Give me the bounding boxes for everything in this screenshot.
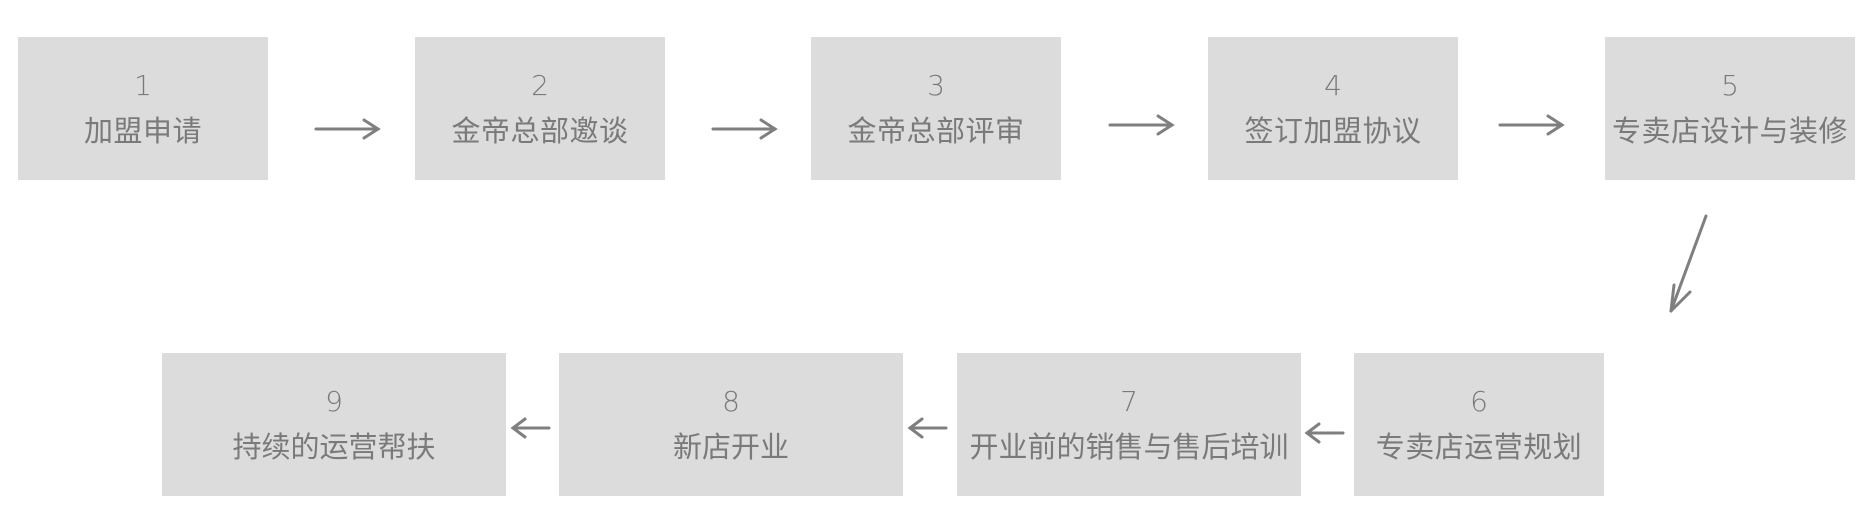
step-4-number: 4 [1324,68,1342,102]
step-1-label: 加盟申请 [83,113,202,148]
arrow-2-to-3 [711,118,778,140]
step-6-number: 6 [1470,384,1488,418]
step-3-number: 3 [927,68,945,102]
step-2-label: 金帝总部邀谈 [451,113,629,148]
arrow-8-to-9 [510,417,551,439]
step-5-number: 5 [1721,68,1739,102]
step-1-box: 1 加盟申请 [18,37,268,180]
step-4-box: 4 签订加盟协议 [1208,37,1458,180]
step-9-box: 9 持续的运营帮扶 [162,353,506,496]
step-8-number: 8 [722,384,740,418]
step-2-box: 2 金帝总部邀谈 [415,37,665,180]
step-7-number: 7 [1120,384,1138,418]
arrow-4-to-5 [1498,114,1565,136]
arrow-1-to-2 [314,118,381,140]
step-5-label: 专卖店设计与装修 [1611,113,1848,148]
step-4-label: 签订加盟协议 [1244,113,1422,148]
step-3-box: 3 金帝总部评审 [811,37,1061,180]
step-2-number: 2 [531,68,549,102]
step-9-label: 持续的运营帮扶 [232,429,436,464]
arrow-7-to-8 [907,417,948,439]
step-7-box: 7 开业前的销售与售后培训 [957,353,1301,496]
step-3-label: 金帝总部评审 [847,113,1025,148]
arrow-3-to-4 [1108,114,1175,136]
step-6-label: 专卖店运营规划 [1375,429,1583,464]
step-9-number: 9 [325,384,343,418]
step-1-number: 1 [134,68,152,102]
step-7-label: 开业前的销售与售后培训 [969,429,1289,464]
arrow-6-to-7 [1304,422,1345,444]
step-8-box: 8 新店开业 [559,353,903,496]
arrow-5-to-6 [1669,214,1708,313]
step-6-box: 6 专卖店运营规划 [1354,353,1604,496]
step-8-label: 新店开业 [672,429,789,464]
step-5-box: 5 专卖店设计与装修 [1605,37,1855,180]
